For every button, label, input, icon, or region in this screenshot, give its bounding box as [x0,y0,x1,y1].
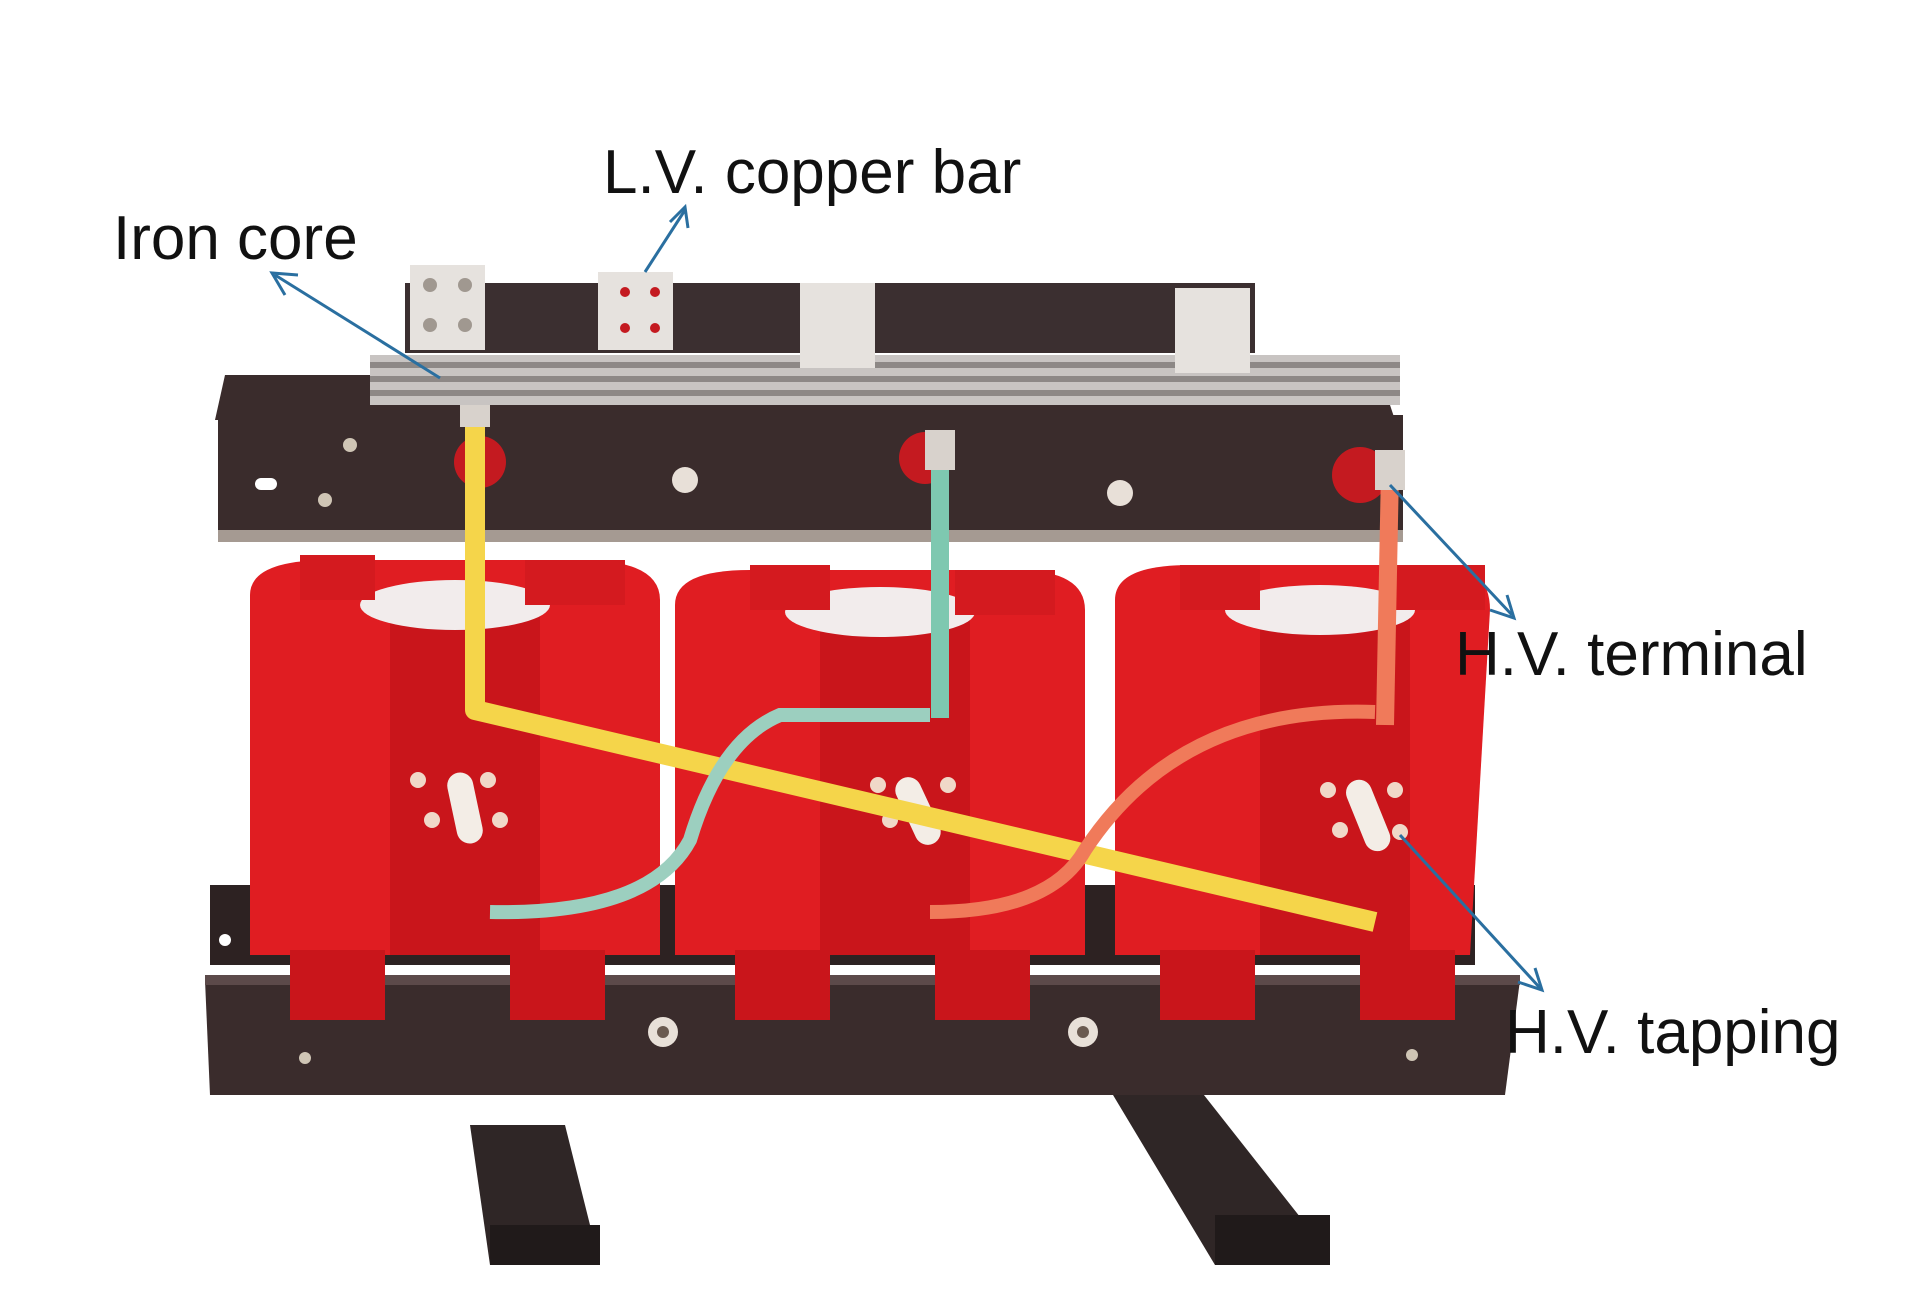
label-iron-core: Iron core [113,204,358,273]
label-lv-copper-bar: L.V. copper bar [603,138,1022,207]
base-feet [470,1090,1330,1265]
coil-middle [675,565,1085,1020]
coil-right [1115,565,1490,1020]
hv-leads [454,405,1405,932]
lv-copper-bar [405,265,1255,373]
label-hv-terminal: H.V. terminal [1455,620,1808,689]
annotation-arrows [269,203,1545,993]
label-hv-tapping: H.V. tapping [1505,998,1841,1067]
